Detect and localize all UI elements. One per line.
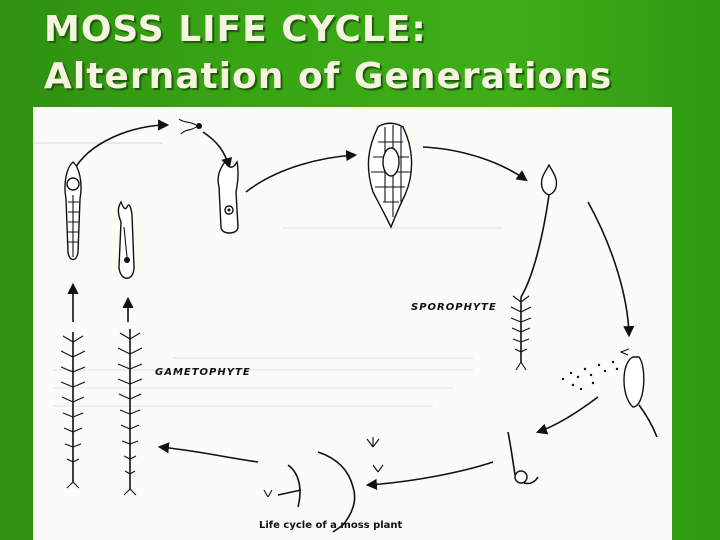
arrow-to-capsule: [422, 146, 528, 182]
title-line-1: MOSS LIFE CYCLE:: [44, 9, 427, 50]
gametophyte-plants: [60, 329, 143, 496]
arrow-to-spores: [587, 201, 635, 338]
fertilized-archegonium: [217, 160, 239, 234]
slide-title: MOSS LIFE CYCLE: Alternation of Generati…: [44, 6, 612, 100]
germinating-spore: [507, 431, 539, 485]
capsule-releasing-spores: [561, 348, 658, 438]
gametophyte-label: GAMETOPHYTE: [155, 367, 251, 378]
arrow-to-archegonium: [202, 131, 233, 170]
sporophyte-label: SPOROPHYTE: [411, 302, 497, 313]
arrow-to-zygote: [245, 149, 358, 193]
sperm-cell: [178, 118, 202, 135]
protonema-with-buds: [263, 437, 384, 533]
arrow-to-sperm: [72, 119, 170, 173]
arrow-to-gametophyte: [365, 461, 494, 490]
figure-caption: Life cycle of a moss plant: [259, 520, 403, 531]
moss-life-cycle-figure: SPOROPHYTE: [33, 107, 672, 540]
arrow-to-plants: [157, 442, 259, 463]
archegonium-with-sperm: [117, 200, 135, 279]
sporophyte-plant: [510, 163, 558, 371]
antheridium: [64, 161, 82, 261]
cycle-arrows: [67, 119, 635, 490]
scan-bleed-through: [33, 142, 503, 407]
title-line-2: Alternation of Generations: [44, 56, 613, 97]
arrow-to-protonema: [535, 396, 599, 435]
life-cycle-diagram: SPOROPHYTE: [33, 118, 658, 533]
embryo-archegonium: [367, 122, 413, 229]
